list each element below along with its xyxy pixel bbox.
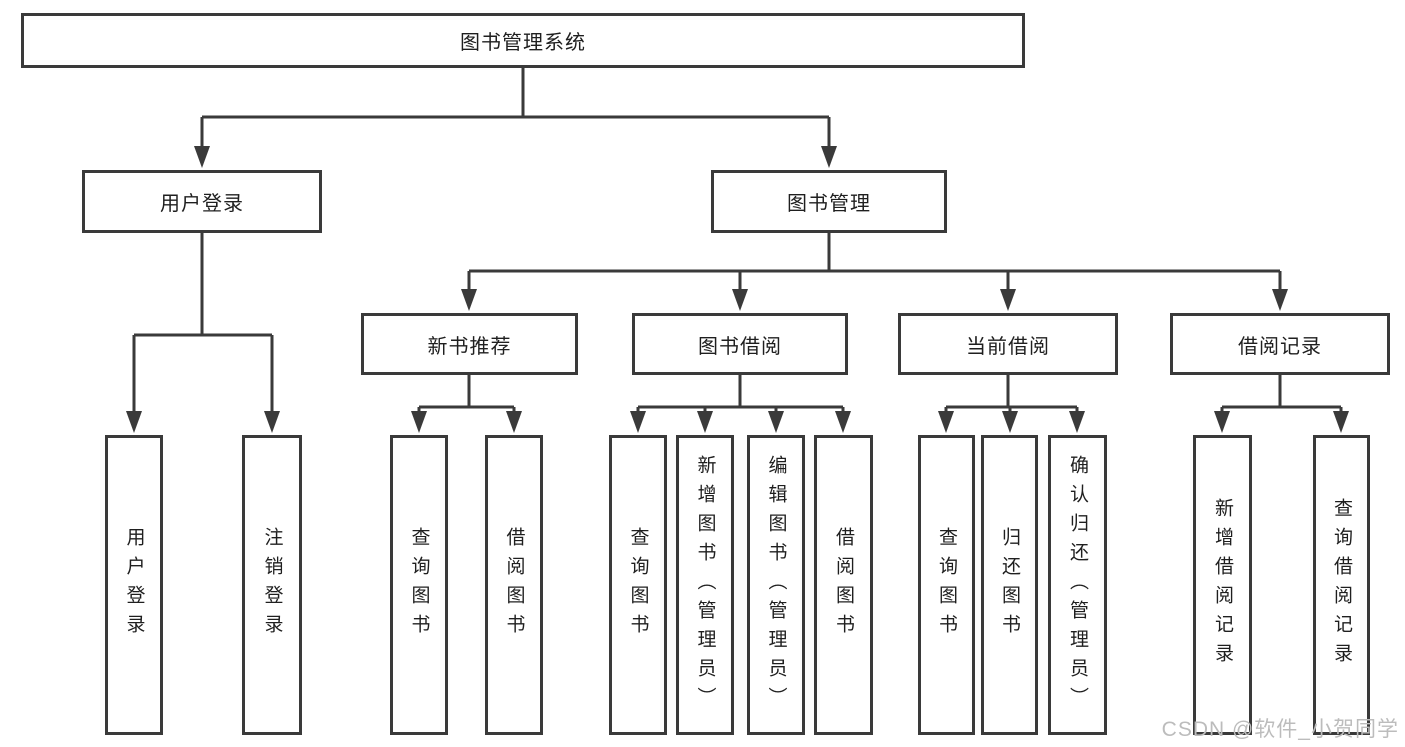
leaf-confirm-return-admin: 确认归还（管理员） [1048, 435, 1107, 735]
leaf-borrow-books: 借阅图书 [814, 435, 873, 735]
leaf-edit-book-admin: 编辑图书（管理员） [747, 435, 805, 735]
arrow-heads [126, 146, 1349, 433]
leaf-user-login: 用户登录 [105, 435, 163, 735]
csdn-watermark: CSDN @软件_小贺同学 [1161, 718, 1399, 741]
leaf-query-books-borrow: 查询图书 [609, 435, 667, 735]
leaf-borrow-books-recommend: 借阅图书 [485, 435, 543, 735]
node-system-root: 图书管理系统 [21, 13, 1025, 68]
node-user-login: 用户登录 [82, 170, 322, 233]
connector-path-group [132, 68, 1343, 415]
node-current-borrow: 当前借阅 [898, 313, 1118, 375]
leaf-add-book-admin: 新增图书（管理员） [676, 435, 734, 735]
node-book-management: 图书管理 [711, 170, 947, 233]
leaf-query-borrow-record: 查询借阅记录 [1313, 435, 1370, 735]
leaf-query-books-recommend: 查询图书 [390, 435, 448, 735]
node-new-book-recommend: 新书推荐 [361, 313, 578, 375]
leaf-return-book: 归还图书 [981, 435, 1038, 735]
leaf-add-borrow-record: 新增借阅记录 [1193, 435, 1252, 735]
node-book-borrow: 图书借阅 [632, 313, 848, 375]
leaf-logout: 注销登录 [242, 435, 302, 735]
leaf-query-books-current: 查询图书 [918, 435, 975, 735]
node-borrow-records: 借阅记录 [1170, 313, 1390, 375]
